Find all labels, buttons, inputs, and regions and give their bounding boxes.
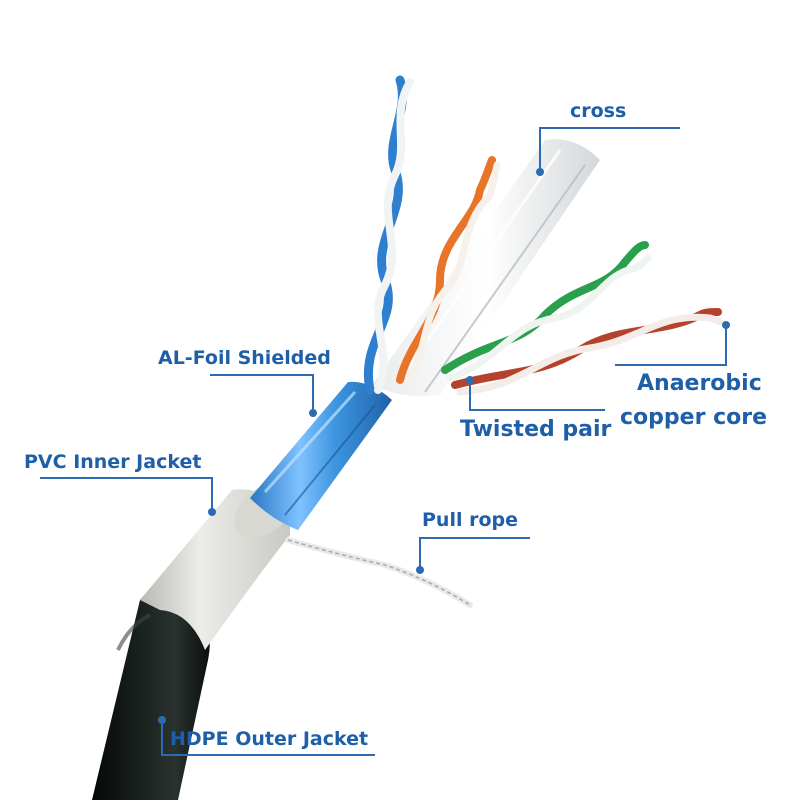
twisted-pair-brown: [451, 308, 724, 396]
leader-pvc-inner: [40, 477, 213, 512]
leader-hdpe-outer: [161, 720, 375, 756]
label-twisted-pair: Twisted pair: [460, 417, 612, 442]
hdpe-outer-jacket: [92, 587, 210, 800]
leader-anaerobic: [615, 325, 727, 366]
leader-al-foil: [210, 374, 314, 413]
leader-cross: [539, 127, 680, 172]
leader-pull-rope: [419, 537, 530, 570]
label-anaerobic: Anaerobic: [637, 371, 762, 396]
label-pull-rope: Pull rope: [422, 509, 519, 531]
leader-dots: [158, 168, 730, 724]
label-pvc-inner-jacket: PVC Inner Jacket: [24, 451, 202, 473]
twisted-pair-blue: [363, 75, 414, 395]
leader-twisted-pair: [469, 380, 605, 411]
twisted-pair-green: [441, 241, 652, 382]
label-al-foil-shielded: AL-Foil Shielded: [158, 347, 331, 369]
leader-lines: [40, 127, 727, 756]
twisted-pair-orange: [396, 156, 501, 386]
label-cross: cross: [570, 100, 627, 122]
label-hdpe-outer-jacket: HDPE Outer Jacket: [170, 728, 369, 750]
pull-rope: [285, 537, 473, 608]
al-foil-shield: [250, 381, 392, 530]
label-copper-core: copper core: [620, 405, 768, 430]
